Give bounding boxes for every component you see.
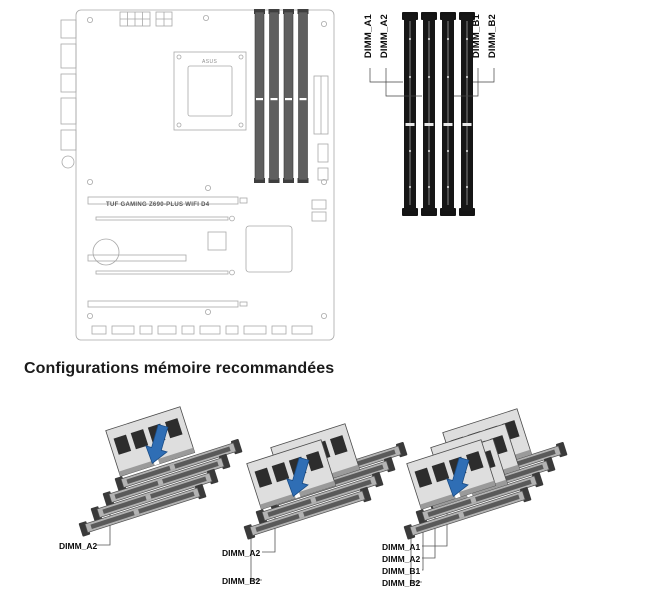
bottom-headers [91,325,313,335]
mounting-holes [86,14,327,319]
motherboard-diagram: TUF GAMING Z690-PLUS WIFI D4 ASUS [56,4,348,346]
board-dimm-slots [253,8,309,184]
memory-config-1-drawing [78,406,244,546]
chipset [245,225,293,273]
detail-label-dimm-a1: DIMM_A1 [363,14,374,59]
config3-label-dimm-a2: DIMM_A2 [382,554,421,564]
config3-label-dimm-a1: DIMM_A1 [382,542,421,552]
controller-chip [207,231,227,251]
dimm-slot-detail: DIMM_A1 DIMM_A2 DIMM_B1 DIMM_B2 [360,8,508,223]
dimm-slot-detail-drawing [369,12,495,216]
board-dimm-slot-b2 [297,8,309,184]
detail-label-dimm-b2: DIMM_B2 [487,14,498,59]
cpu-power-connectors [119,11,173,27]
cpu-socket [173,51,247,131]
detail-slot-a2 [421,12,437,216]
detail-slot-b1 [440,12,456,216]
m2-slots [95,215,235,276]
detail-label-dimm-b1: DIMM_B1 [471,14,482,59]
config3-label-dimm-b1: DIMM_B1 [382,566,421,576]
memory-config-3-drawing [403,408,569,583]
atx-power-connector [313,75,329,135]
board-dimm-slot-a2 [268,8,280,184]
board-outline [75,9,335,341]
motherboard-drawing [60,8,335,341]
config2-label-dimm-b2: DIMM_B2 [222,576,261,586]
pcie-slots [87,196,248,308]
cmos-battery [92,238,120,266]
board-dimm-slot-a1 [253,8,266,184]
memory-config-1: DIMM_A2 [55,395,255,575]
section-heading: Configurations mémoire recommandées [24,360,335,377]
memory-config-2-drawing [243,423,409,581]
motherboard-model-label: TUF GAMING Z690-PLUS WIFI D4 [106,202,210,208]
config2-label-dimm-a2: DIMM_A2 [222,548,261,558]
config1-label-dimm-a2: DIMM_A2 [59,541,98,551]
motherboard-brand-label: ASUS [202,59,218,65]
detail-slot-a1 [402,12,418,216]
front-panel-headers [311,143,329,222]
detail-label-dimm-a2: DIMM_A2 [379,14,390,59]
board-dimm-slot-b1 [282,8,295,184]
memory-config-2: DIMM_A2 DIMM_B2 [220,398,420,593]
memory-config-3: DIMM_A1 DIMM_A2 DIMM_B1 DIMM_B2 [380,398,580,593]
leader-lines [410,493,448,583]
rear-io-ports [60,19,77,169]
detail-leader-lines [369,68,495,97]
config3-label-dimm-b2: DIMM_B2 [382,578,421,588]
